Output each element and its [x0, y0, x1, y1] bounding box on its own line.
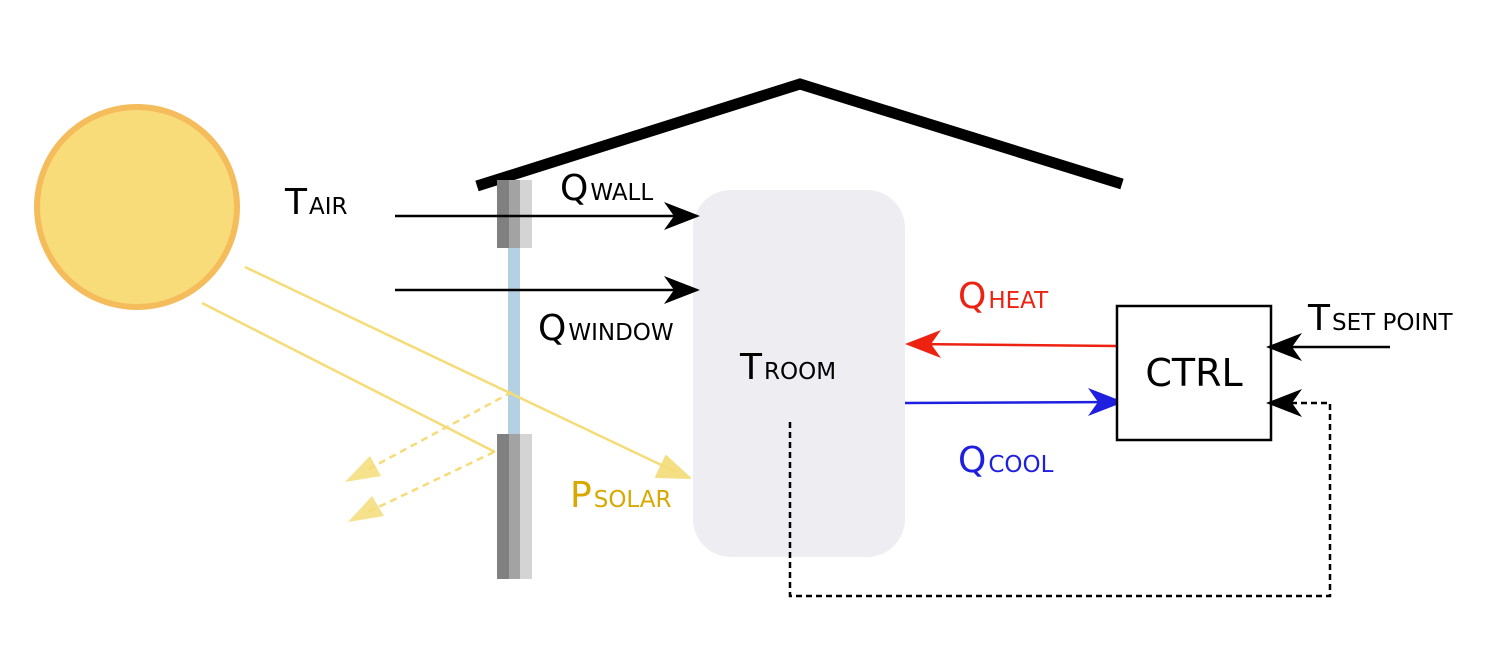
solar-ray-transmitted: [244, 265, 677, 474]
label-q-cool: QCOOL: [958, 440, 1054, 481]
feedback-line: [788, 401, 1332, 598]
solar-ray-transmitted-arrowhead: [655, 455, 691, 479]
solar-rays: [201, 265, 691, 522]
q-cool-arrowhead: [1088, 388, 1124, 416]
label-t-set-point: TSET POINT: [1307, 298, 1453, 339]
label-q-window: QWINDOW: [538, 308, 674, 349]
solar-reflect-upper-arrowhead: [345, 456, 381, 482]
roof: [475, 78, 1124, 192]
wall-upper: [497, 180, 532, 248]
solar-ray-blocked: [201, 301, 496, 454]
sun-icon: [34, 104, 240, 310]
label-t-room: TROOM: [739, 347, 836, 388]
q-cool-arrow: [904, 400, 1119, 405]
ctrl-label: CTRL: [1145, 351, 1242, 395]
feedback-arrowhead: [1266, 389, 1302, 417]
solar-reflect-lower: [367, 450, 495, 514]
q-heat-arrow: [911, 342, 1118, 348]
label-p-solar: PSOLAR: [570, 475, 671, 516]
ctrl-box: [1115, 304, 1273, 442]
label-q-heat: QHEAT: [958, 276, 1049, 317]
window-glass: [508, 248, 520, 434]
room-box: [693, 190, 905, 557]
solar-reflect-lower-arrowhead: [348, 496, 384, 522]
label-q-wall: QWALL: [560, 168, 653, 209]
q-wall-arrowhead: [664, 202, 700, 230]
label-t-air: TAIR: [284, 182, 348, 223]
set-point-arrowhead: [1266, 333, 1302, 361]
wall-lower: [497, 434, 532, 579]
q-window-arrowhead: [664, 276, 700, 304]
q-heat-arrowhead: [905, 330, 941, 358]
solar-reflect-upper: [364, 390, 513, 473]
